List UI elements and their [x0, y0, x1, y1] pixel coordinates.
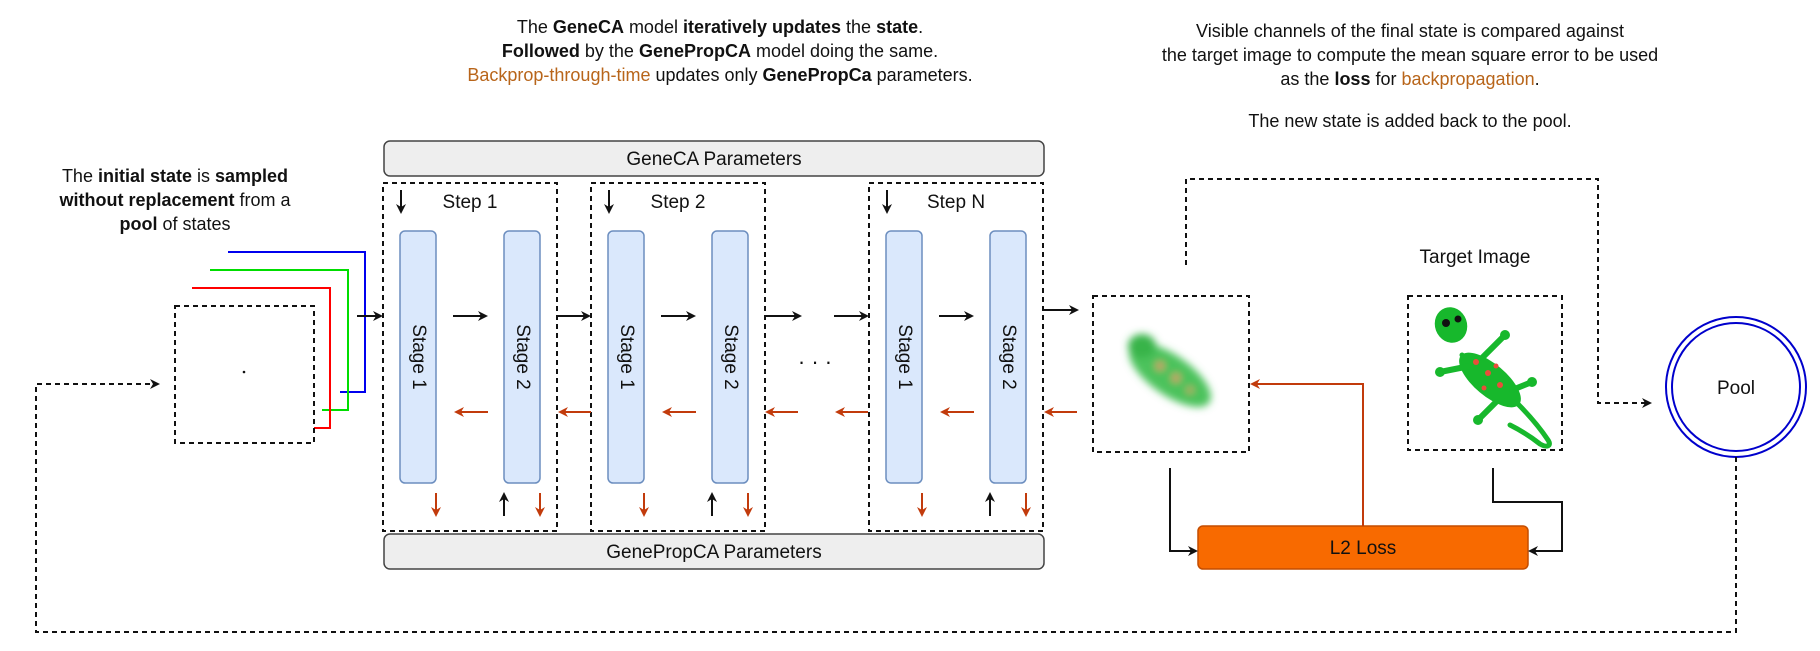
- l2-loss-box: L2 Loss: [1197, 525, 1529, 570]
- right-note-line-3: as the loss for backpropagation.: [1060, 67, 1760, 91]
- text-segment: GenePropCA: [638, 41, 751, 61]
- pool: Pool: [1665, 316, 1807, 458]
- top-note-line-3: Backprop-through-time updates only GeneP…: [360, 63, 1080, 87]
- target-image-label: Target Image: [1420, 247, 1531, 268]
- step-1: Step 1 Stage 1 Stage 2: [382, 182, 558, 532]
- step-1-stage-1: [399, 230, 437, 484]
- text-segment: loss: [1334, 69, 1371, 89]
- top-note-line-1: The GeneCA model iteratively updates the…: [360, 15, 1080, 39]
- text-segment: backpropagation: [1401, 69, 1535, 89]
- text-segment: state: [876, 17, 919, 37]
- text-segment: The: [516, 17, 553, 37]
- state-layer-green: [210, 269, 349, 411]
- steps-ellipsis: · · ·: [798, 349, 832, 374]
- step-1-stage-2: [503, 230, 541, 484]
- text-segment: the: [841, 17, 877, 37]
- geneca-parameters-bar: GeneCA Parameters: [383, 140, 1045, 177]
- text-segment: The new state is added back to the pool.: [1248, 111, 1572, 131]
- text-segment: Followed: [501, 41, 580, 61]
- text-segment: model doing the same.: [750, 41, 939, 61]
- step-1-stage-2-label: Stage 2: [512, 324, 533, 390]
- geneca-parameters-label: GeneCA Parameters: [626, 149, 801, 170]
- step-n-label: Step N: [927, 192, 985, 213]
- step-n-stage-1-label: Stage 1: [894, 324, 915, 390]
- step-1-label: Step 1: [443, 192, 498, 213]
- final-state: [1092, 295, 1250, 453]
- seed-pixel: [242, 370, 246, 374]
- right-note-line-2: the target image to compute the mean squ…: [1060, 43, 1760, 67]
- text-segment: initial state: [97, 166, 192, 186]
- step-n-stage-1: [885, 230, 923, 484]
- pool-sample-arrow: [35, 379, 1737, 633]
- step-n-stage-2: [989, 230, 1027, 484]
- genepropca-parameters-label: GenePropCA Parameters: [606, 542, 821, 563]
- top-note-line-2: Followed by the GenePropCA model doing t…: [360, 39, 1080, 63]
- text-segment: for: [1370, 69, 1402, 89]
- final-state-lizard-image: [1128, 334, 1211, 408]
- state-stack: [174, 251, 366, 444]
- text-segment: iteratively updates: [682, 17, 842, 37]
- step-2-label: Step 2: [651, 192, 706, 213]
- right-note-line-4: The new state is added back to the pool.: [1060, 109, 1760, 133]
- text-segment: sampled: [215, 166, 289, 186]
- right-note: Visible channels of the final state is c…: [1060, 19, 1760, 133]
- top-note: The GeneCA model iteratively updates the…: [360, 15, 1080, 87]
- state-layer-blue: [228, 251, 366, 393]
- text-segment: .: [1534, 69, 1540, 89]
- step-1-stage-1-label: Stage 1: [408, 324, 429, 390]
- final-state-to-loss-arrow: [1169, 468, 1198, 556]
- text-segment: GeneCA: [552, 17, 624, 37]
- new-state-to-pool-arrow: [1185, 178, 1652, 408]
- text-segment: from a: [234, 190, 291, 210]
- text-segment: parameters.: [871, 65, 973, 85]
- right-note-line-1: Visible channels of the final state is c…: [1060, 19, 1760, 43]
- l2-loss-label: L2 Loss: [1330, 538, 1397, 559]
- text-segment: as the: [1280, 69, 1335, 89]
- step-n-stage-2-label: Stage 2: [998, 324, 1019, 390]
- target-to-loss-arrow: [1492, 468, 1563, 556]
- forward-flow-arrows: [357, 305, 1079, 321]
- text-segment: the target image to compute the mean squ…: [1161, 45, 1659, 65]
- pool-label: Pool: [1717, 378, 1755, 399]
- text-segment: Backprop-through-time: [467, 65, 651, 85]
- text-segment: Visible channels of the final state is c…: [1196, 21, 1624, 41]
- loss-backprop-arrow: [1250, 379, 1364, 526]
- genepropca-parameters-bar: GenePropCA Parameters: [383, 533, 1045, 570]
- step-2: Step 2 Stage 1 Stage 2: [590, 182, 766, 532]
- target-image: Target Image: [1407, 247, 1563, 451]
- text-segment: The: [61, 166, 98, 186]
- text-segment: GenePropCa: [762, 65, 872, 85]
- state-layer-red: [192, 287, 331, 429]
- step-2-stage-2-label: Stage 2: [720, 324, 741, 390]
- text-segment: pool: [119, 214, 158, 234]
- text-segment: without replacement: [59, 190, 235, 210]
- initial-state-note: The initial state is sampled without rep…: [55, 164, 295, 236]
- text-segment: by the: [579, 41, 639, 61]
- text-segment: updates only: [650, 65, 763, 85]
- lizard-image: [1434, 307, 1552, 449]
- initial-state-box: [174, 305, 315, 444]
- step-n: Step N Stage 1 Stage 2: [868, 182, 1044, 532]
- text-segment: is: [192, 166, 216, 186]
- text-segment: .: [918, 17, 924, 37]
- step-2-stage-2: [711, 230, 749, 484]
- step-2-stage-1-label: Stage 1: [616, 324, 637, 390]
- text-segment: model: [623, 17, 683, 37]
- text-segment: of states: [157, 214, 231, 234]
- step-2-stage-1: [607, 230, 645, 484]
